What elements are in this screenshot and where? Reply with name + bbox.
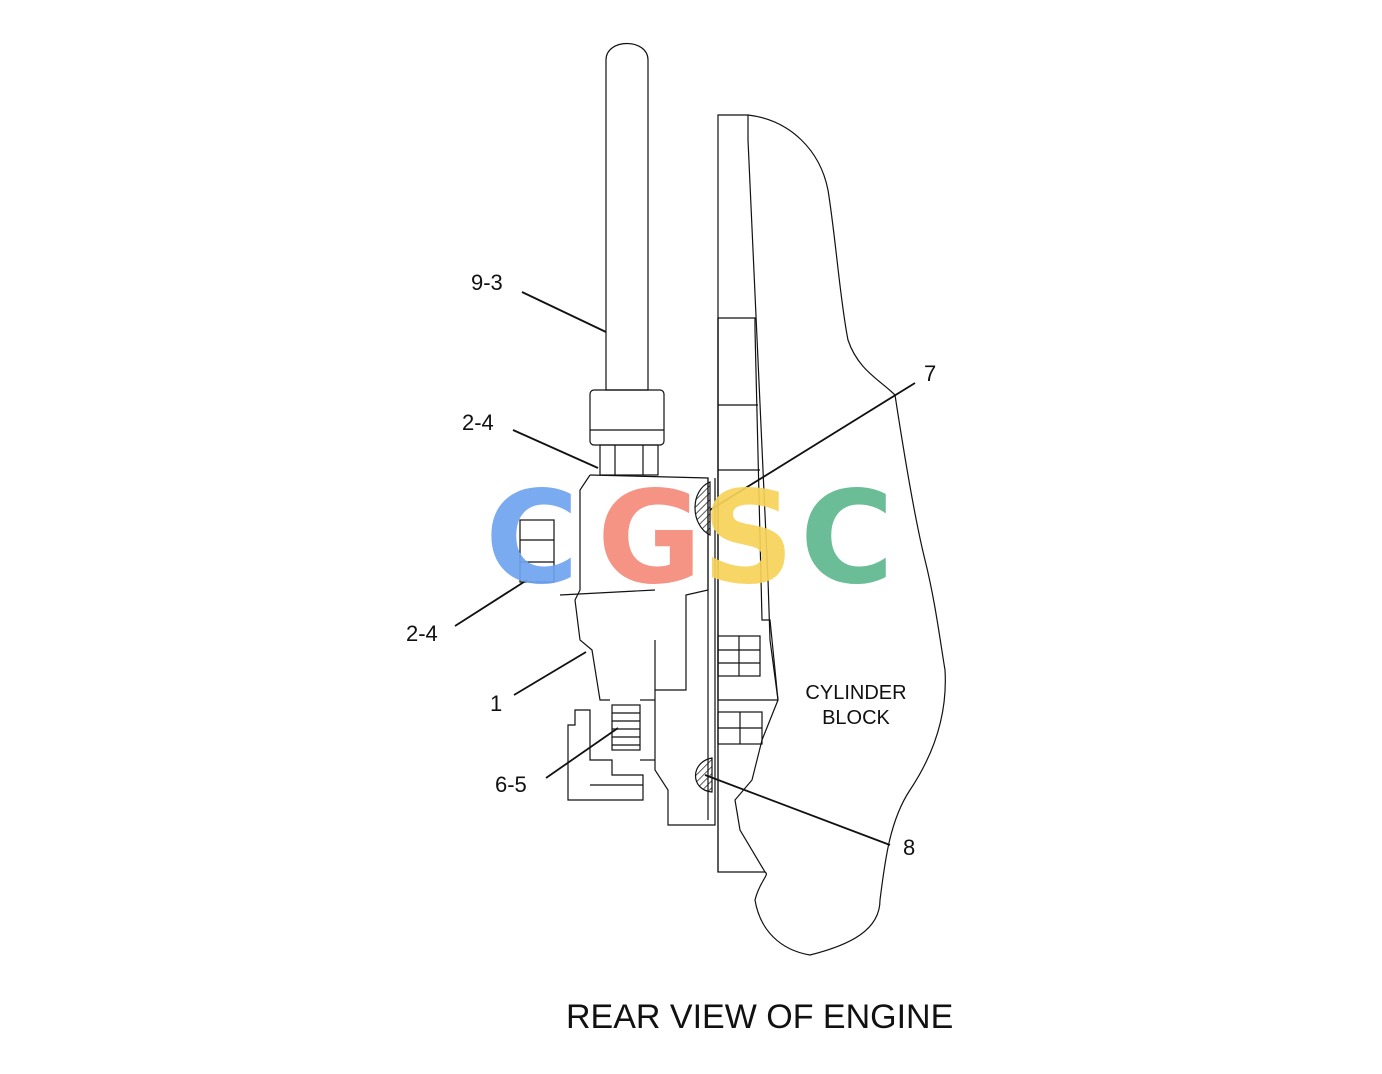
pump-housing: [519, 474, 716, 826]
figure-caption: REAR VIEW OF ENGINE: [566, 998, 953, 1036]
o-ring-lower: [695, 757, 713, 793]
callout-2-4-upper: 2-4: [462, 410, 494, 435]
callout-9-3: 9-3: [471, 270, 503, 295]
cylinder-label-line2: BLOCK: [822, 707, 890, 729]
watermark-letter-1: C: [485, 464, 579, 613]
watermark-letter-3: S: [702, 464, 794, 613]
leader-lines: [454, 291, 916, 846]
cylinder-label-line1: CYLINDER: [805, 682, 906, 704]
watermark-letter-4: C: [800, 464, 894, 613]
dipstick-tube: [589, 42, 665, 476]
cgsc-watermark-logo: C G S C: [485, 464, 894, 613]
callout-8: 8: [903, 835, 915, 860]
callout-6-5: 6-5: [495, 772, 527, 797]
callout-7: 7: [924, 361, 936, 386]
watermark-letter-2: G: [597, 464, 702, 613]
callout-1: 1: [490, 691, 502, 716]
callout-2-4-lower: 2-4: [406, 621, 438, 646]
o-ring-upper: [694, 481, 711, 536]
